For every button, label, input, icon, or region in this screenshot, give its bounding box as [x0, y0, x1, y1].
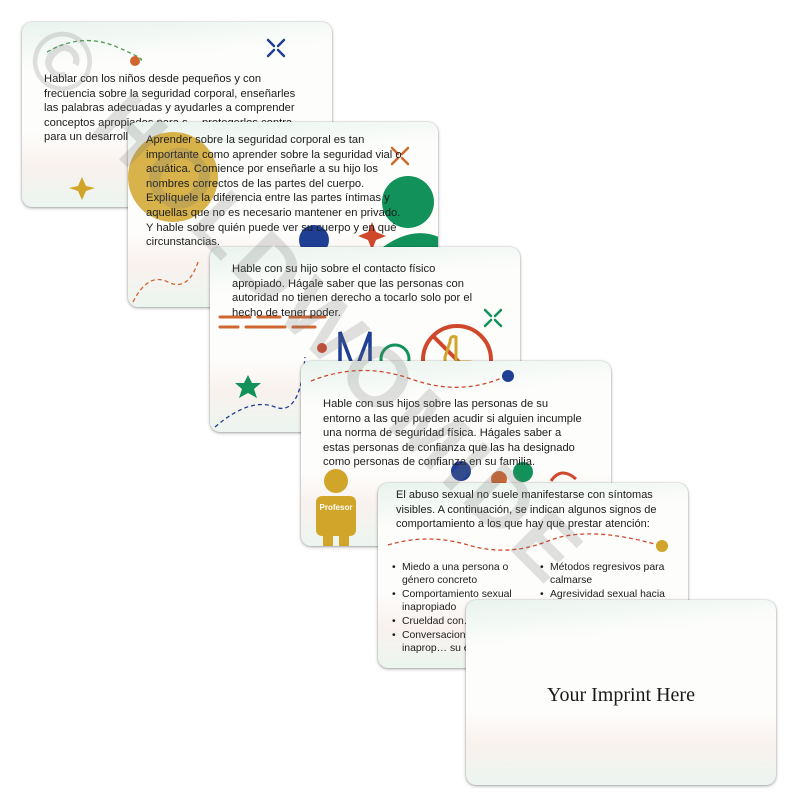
- imprint-card: Your Imprint Here: [466, 600, 776, 785]
- card3-text: Hable con su hijo sobre el contacto físi…: [232, 263, 473, 319]
- list-item: Conversacion… sexo inaprop… su edad: [392, 629, 532, 655]
- card4-text: Hable con sus hijos sobre las personas d…: [323, 398, 582, 469]
- imprint-text: Your Imprint Here: [547, 684, 695, 706]
- sparkle-x-icon: [266, 38, 286, 58]
- star-sparkle-icon: [69, 177, 95, 200]
- tip-card-5: El abuso sexual no suele manifestarse co…: [378, 483, 688, 668]
- list-item: Crueldad con…: [392, 615, 532, 628]
- list-item: Miedo a una persona o género concreto: [392, 561, 532, 587]
- star-icon: [235, 375, 261, 398]
- dot-icon: [130, 56, 140, 66]
- tip-card-1: Hablar con los niños desde pequeños y co…: [22, 22, 332, 207]
- card2-text: Aprender sobre la seguridad corporal es …: [146, 134, 402, 249]
- teacher-person-icon: Profesor: [316, 469, 356, 546]
- left-bullet-list: Miedo a una persona o género concreto Co…: [392, 561, 532, 656]
- list-item: Comportamiento sexual inapropiado: [392, 588, 532, 614]
- person-label: Profesor: [320, 503, 353, 512]
- card5-text: El abuso sexual no suele manifestarse co…: [396, 489, 657, 531]
- tip-card-4: Profesor Hable con sus hijos sobre las p…: [301, 361, 611, 546]
- list-item: Métodos regresivos para calmarse: [540, 561, 688, 587]
